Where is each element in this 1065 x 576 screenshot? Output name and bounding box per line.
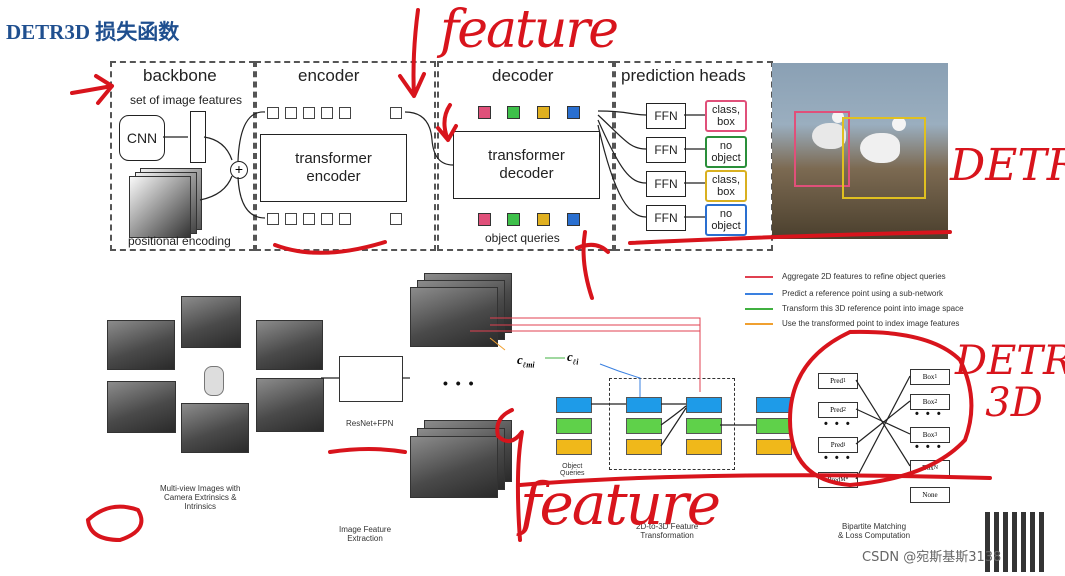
detection-box-pink	[794, 111, 850, 187]
ego-car-icon	[204, 366, 224, 396]
cnn-label: CNN	[126, 130, 158, 146]
watermark: CSDN @宛斯基斯3138	[862, 550, 1002, 565]
annotation-detr3d: DETR 3D	[955, 338, 1065, 426]
prediction-heads-section	[614, 61, 773, 251]
head-class-box-2: class, box	[705, 170, 747, 202]
annotation-feature-top: feature	[440, 0, 619, 60]
annotation-feature-bottom: feature	[520, 470, 721, 538]
decoder-label: decoder	[492, 66, 554, 85]
c-lmi-label: cℓmi	[517, 352, 535, 370]
transformer-decoder-block: transformer decoder	[453, 131, 600, 199]
prediction-heads-label: prediction heads	[621, 66, 746, 85]
transformer-encoder-label: transformer encoder	[295, 150, 372, 185]
head-no-object-2: no object	[705, 204, 747, 236]
multiview-caption: Multi-view Images with Camera Extrinsics…	[160, 484, 241, 511]
ellipsis-dots: • • •	[443, 375, 476, 391]
matching-caption: Bipartite Matching & Loss Computation	[838, 522, 911, 540]
legend-item: Aggregate 2D features to refine object q…	[782, 272, 946, 281]
backbone-caption: set of image features	[130, 93, 243, 107]
backbone-label: backbone	[143, 66, 217, 85]
resnet-fpn-label: ResNet+FPN	[346, 419, 394, 428]
feature-extraction-caption: Image Feature Extraction	[339, 525, 392, 543]
legend-item: Use the transformed point to index image…	[782, 319, 960, 328]
legend-item: Predict a reference point using a sub-ne…	[782, 289, 943, 298]
encoder-label: encoder	[298, 66, 360, 85]
head-class-box-1: class, box	[705, 100, 747, 132]
head-no-object-1: no object	[705, 136, 747, 168]
positional-encoding-label: positional encoding	[128, 234, 231, 248]
slide-title: DETR3D 损失函数	[6, 20, 180, 44]
feature-map-block	[190, 111, 206, 163]
add-operator: +	[230, 161, 248, 179]
legend-item: Transform this 3D reference point into i…	[782, 304, 964, 313]
c-li-label: cℓi	[567, 349, 579, 367]
transformer-encoder-block: transformer encoder	[260, 134, 407, 202]
annotation-detr: DETR	[950, 140, 1065, 191]
cnn-block: CNN	[119, 115, 165, 161]
detection-box-yellow	[842, 117, 926, 199]
seagull-photo	[772, 63, 948, 239]
object-queries-label: object queries	[485, 231, 560, 245]
resnet-fpn-block	[339, 356, 403, 402]
transformer-decoder-label: transformer decoder	[488, 147, 565, 182]
transformation-caption: 2D-to-3D Feature Transformation	[636, 522, 699, 540]
qr-code	[985, 512, 1045, 572]
